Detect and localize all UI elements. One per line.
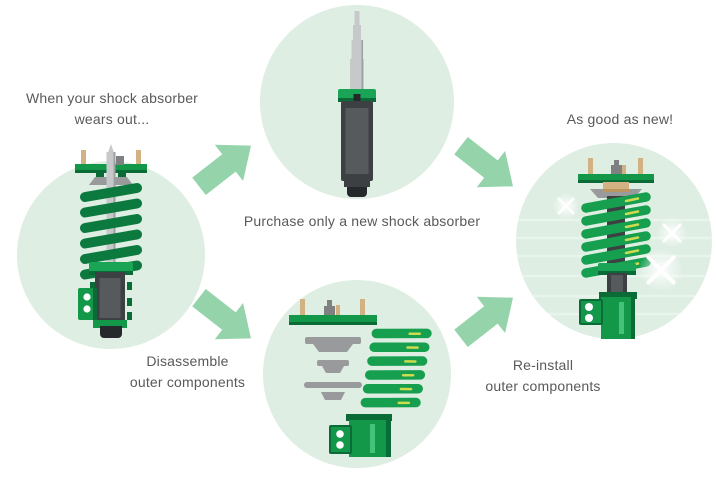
label-reinstall-step: Re-install outer components bbox=[448, 355, 638, 397]
label-line: Purchase only a new shock absorber bbox=[243, 213, 481, 229]
arrow-up-right-icon bbox=[454, 296, 514, 347]
sparkle-icon bbox=[552, 192, 580, 220]
arrow-worn-to-disassemble bbox=[192, 289, 252, 340]
sparkle-icon bbox=[638, 247, 684, 293]
arrow-purchase-to-result bbox=[454, 137, 514, 188]
restored-coilover-illustration bbox=[578, 158, 654, 339]
arrow-worn-to-purchase bbox=[192, 144, 252, 195]
label-worn-step: When your shock absorber wears out... bbox=[6, 88, 218, 130]
label-result-step: As good as new! bbox=[535, 109, 705, 130]
label-line: outer components bbox=[485, 378, 601, 394]
disassembled-parts-illustration bbox=[289, 299, 432, 457]
label-purchase-step: Purchase only a new shock absorber bbox=[217, 211, 507, 232]
arrow-down-right-icon bbox=[454, 137, 514, 188]
label-disassemble-step: Disassemble outer components bbox=[90, 351, 285, 393]
label-line: As good as new! bbox=[566, 111, 674, 127]
label-line: outer components bbox=[129, 374, 246, 390]
arrow-down-right-icon bbox=[192, 289, 252, 340]
label-line: Re-install bbox=[512, 357, 574, 373]
arrow-disassemble-to-result bbox=[454, 296, 514, 347]
coil-spring bbox=[360, 328, 432, 408]
step-circle-result bbox=[516, 143, 712, 339]
step-circle-worn bbox=[17, 144, 205, 349]
arrow-up-right-icon bbox=[192, 144, 252, 195]
label-line: wears out... bbox=[74, 111, 150, 127]
sparkle-icon bbox=[656, 217, 688, 249]
worn-coilover-illustration bbox=[75, 144, 147, 338]
step-circle-purchase bbox=[260, 5, 454, 199]
new-shock-absorber-illustration bbox=[338, 11, 376, 197]
step-circle-disassemble bbox=[263, 280, 451, 468]
label-line: Disassemble bbox=[146, 353, 229, 369]
label-line: When your shock absorber bbox=[25, 90, 199, 106]
circle-background bbox=[263, 280, 451, 468]
